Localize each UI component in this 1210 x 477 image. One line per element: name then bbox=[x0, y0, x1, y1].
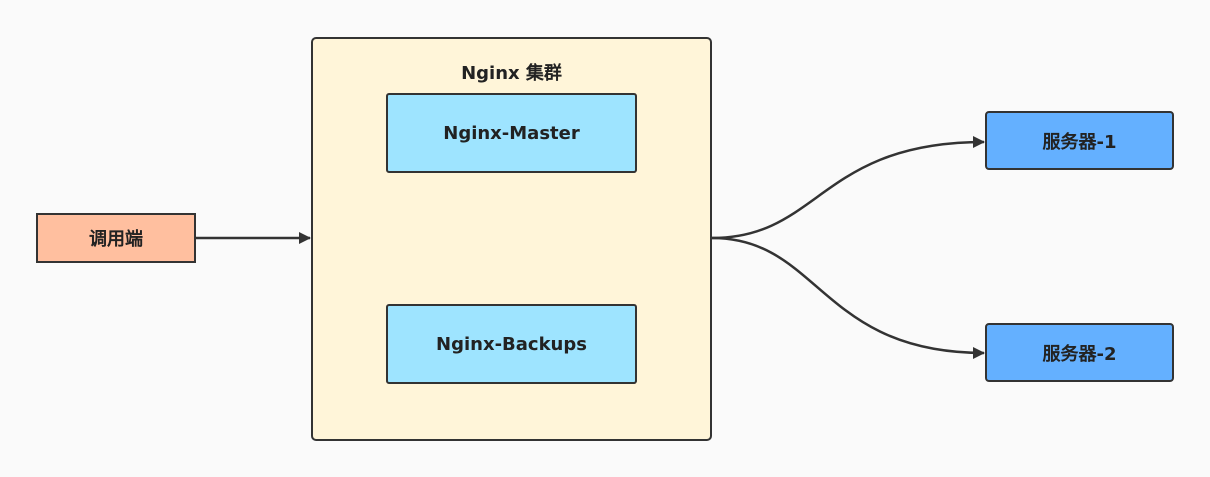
server-2-node[interactable]: 服务器-2 bbox=[985, 323, 1174, 382]
server-1-label: 服务器-1 bbox=[1042, 131, 1117, 153]
edge-cluster-to-server-1 bbox=[711, 136, 985, 240]
edge-cluster-to-server-2 bbox=[711, 236, 985, 359]
nginx-master-node[interactable]: Nginx-Master bbox=[386, 93, 637, 173]
server-1-node[interactable]: 服务器-1 bbox=[985, 111, 1174, 170]
nginx-master-label: Nginx-Master bbox=[443, 122, 580, 144]
server-2-label: 服务器-2 bbox=[1042, 343, 1117, 365]
nginx-backups-label: Nginx-Backups bbox=[436, 333, 587, 355]
nginx-cluster-title: Nginx 集群 bbox=[461, 63, 562, 84]
client-node[interactable]: 调用端 bbox=[36, 213, 196, 263]
nginx-backups-node[interactable]: Nginx-Backups bbox=[386, 304, 637, 384]
client-label: 调用端 bbox=[89, 229, 143, 250]
